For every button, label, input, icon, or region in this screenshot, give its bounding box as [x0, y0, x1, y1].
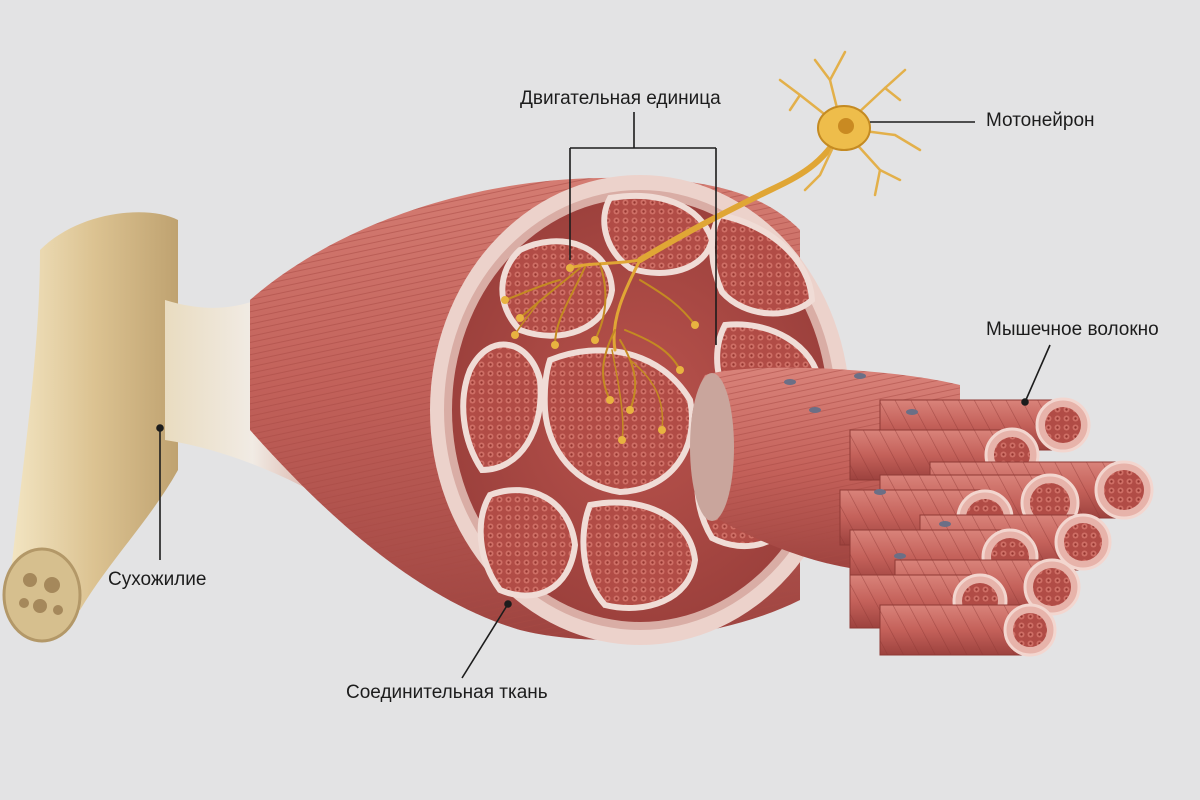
motor-unit-label: Двигательная единица [520, 88, 721, 109]
muscle-fiber-leader [1024, 344, 1051, 403]
connective-leader [461, 603, 509, 679]
motor-unit-bracket [569, 112, 717, 345]
muscle-fibers [784, 373, 1154, 657]
cross-section [430, 175, 850, 645]
connective-tissue-label: Соединительная ткань [346, 682, 548, 703]
motoneuron-label: Мотонейрон [986, 110, 1095, 131]
motoneuron-cell [501, 50, 922, 444]
leader-lines [156, 112, 1051, 679]
muscle-fiber-label: Мышечное волокно [986, 319, 1159, 340]
tendon-label: Сухожилие [108, 569, 207, 590]
